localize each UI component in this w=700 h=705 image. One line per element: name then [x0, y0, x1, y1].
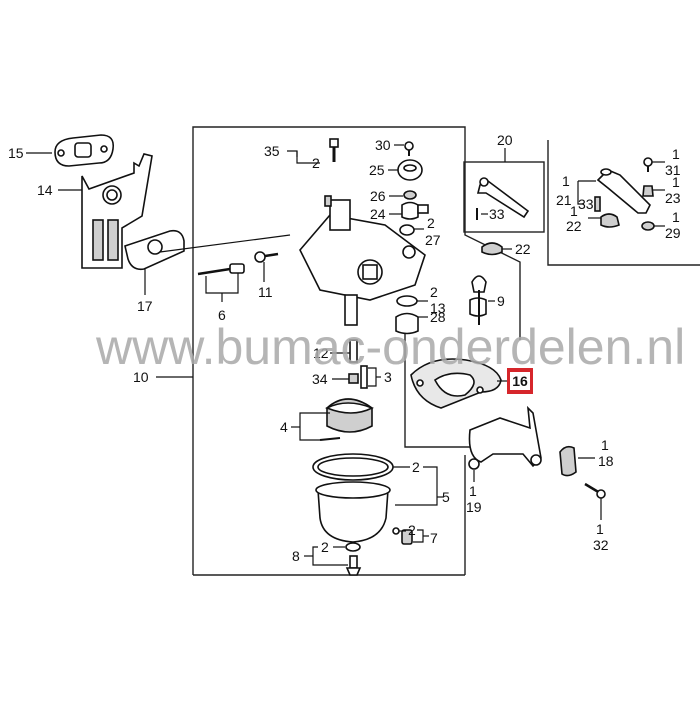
callout-2: 2	[408, 522, 416, 538]
seal-26	[403, 190, 417, 200]
drain-screw-7	[401, 529, 413, 545]
callout-2: 2	[427, 215, 435, 231]
callout-2: 2	[312, 155, 320, 171]
callout-1: 1	[469, 483, 477, 499]
shaft-9	[469, 275, 487, 325]
bracket-14	[81, 153, 153, 269]
callout-1: 1	[601, 437, 609, 453]
callout-12: 12	[313, 345, 329, 361]
bracket-19	[468, 405, 542, 470]
float-bowl-5	[312, 453, 394, 543]
screw-31	[643, 157, 653, 167]
callout-30: 30	[375, 137, 391, 153]
gasket-15	[54, 134, 115, 167]
callout-9: 9	[497, 293, 505, 309]
gasket-17	[124, 229, 185, 271]
callout-26: 26	[370, 188, 386, 204]
bolt-8	[349, 555, 358, 569]
callout-28: 28	[430, 309, 446, 325]
nut-29	[641, 221, 655, 231]
callout-24: 24	[370, 206, 386, 222]
nut-23	[642, 185, 654, 197]
screw-11	[254, 251, 279, 263]
callout-33: 33	[489, 206, 505, 222]
callout-33: 33	[578, 196, 594, 212]
callout-15: 15	[8, 145, 24, 161]
screw-3	[360, 365, 368, 389]
callout-1: 1	[672, 209, 680, 225]
throttle-lever-21	[596, 168, 651, 214]
jet-12	[349, 339, 358, 363]
screw-6	[197, 263, 245, 276]
callout-1: 1	[672, 174, 680, 190]
screw-35	[329, 138, 339, 162]
callout-2: 2	[321, 539, 329, 555]
clip-18	[559, 445, 577, 477]
cup-28	[395, 312, 419, 335]
callout-17: 17	[137, 298, 153, 314]
callout-19: 19	[466, 499, 482, 515]
o-ring-13	[396, 295, 418, 307]
spring-22	[600, 213, 620, 228]
highlight-badge-16: 16	[507, 368, 533, 394]
callout-25: 25	[369, 162, 385, 178]
washer-27	[399, 224, 415, 236]
callout-20: 20	[497, 132, 513, 148]
callout-34: 34	[312, 371, 328, 387]
callout-32: 32	[593, 537, 609, 553]
callout-21: 21	[556, 192, 572, 208]
valve-24	[401, 201, 419, 220]
callout-35: 35	[264, 143, 280, 159]
float-4	[319, 398, 374, 441]
callout-1: 1	[570, 203, 578, 219]
callout-13: 13	[430, 300, 446, 316]
callout-1: 1	[596, 521, 604, 537]
assembly-box-1	[547, 140, 700, 266]
washer-2	[345, 542, 361, 552]
callout-27: 27	[425, 232, 441, 248]
throttle-arm-20	[476, 177, 530, 219]
assembly-box-20	[463, 161, 545, 233]
callout-31: 31	[665, 162, 681, 178]
gasket-16	[410, 358, 502, 409]
callout-7: 7	[430, 530, 438, 546]
carburetor-body	[299, 195, 426, 326]
callout-23: 23	[665, 190, 681, 206]
spring-33	[594, 196, 601, 212]
callout-5: 5	[442, 489, 450, 505]
callout-11: 11	[258, 284, 273, 300]
callout-1: 1	[672, 146, 680, 162]
callout-22: 22	[566, 218, 582, 234]
callout-4: 4	[280, 419, 288, 435]
callout-16: 16	[510, 372, 530, 390]
screw-30	[404, 141, 414, 151]
callout-14: 14	[37, 182, 53, 198]
callout-2: 2	[412, 459, 420, 475]
callout-22: 22	[515, 241, 531, 257]
callout-18: 18	[598, 453, 614, 469]
spring-22	[481, 242, 503, 256]
callout-3: 3	[384, 369, 392, 385]
callout-29: 29	[665, 225, 681, 241]
callout-1: 1	[562, 173, 570, 189]
callout-8: 8	[292, 548, 300, 564]
callout-6: 6	[218, 307, 226, 323]
callout-2: 2	[430, 284, 438, 300]
callout-10: 10	[133, 369, 149, 385]
watermark: www.bumac-onderdelen.nl	[96, 319, 686, 375]
